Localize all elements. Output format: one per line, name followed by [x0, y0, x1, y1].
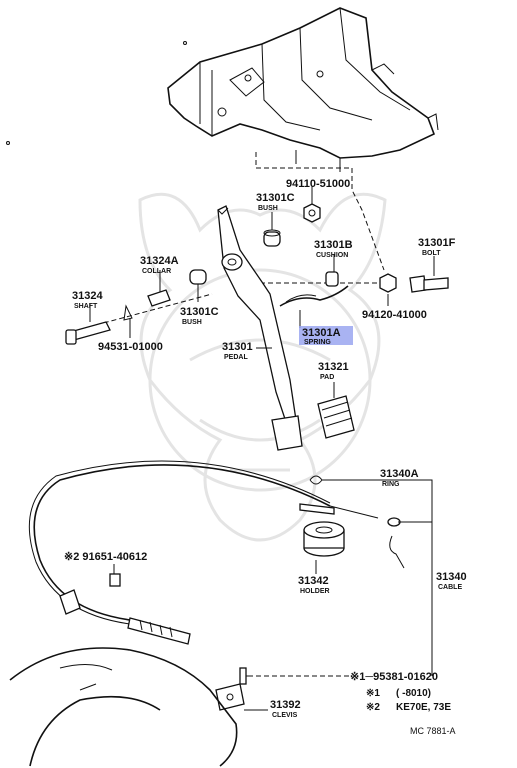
svg-text:RING: RING: [382, 481, 400, 488]
label-94120-41000: 94120-41000: [362, 309, 427, 321]
label-95381-01620: ※1─95381-01620: [350, 671, 438, 683]
applicability-notes: ※1 ( -8010) ※2 KE70E, 73E: [366, 688, 451, 713]
label-31340a: 31340A RING: [380, 468, 419, 488]
svg-text:( -8010): ( -8010): [396, 688, 431, 699]
svg-text:94531-01000: 94531-01000: [98, 341, 163, 353]
svg-text:31301F: 31301F: [418, 237, 456, 249]
svg-text:HOLDER: HOLDER: [300, 588, 330, 595]
clutch-pedal-arm: [217, 205, 303, 451]
label-31321: 31321 PAD: [318, 361, 349, 381]
svg-text:31301A: 31301A: [302, 327, 341, 339]
dash-bracket: [6, 7, 439, 172]
collar-31324a: [147, 289, 171, 307]
hook-clip: [389, 535, 405, 569]
svg-text:31301: 31301: [222, 341, 253, 353]
svg-text:KE70E, 73E: KE70E, 73E: [396, 702, 451, 713]
svg-text:31340: 31340: [436, 571, 467, 583]
svg-text:31301B: 31301B: [314, 239, 353, 251]
svg-text:31301C: 31301C: [180, 306, 219, 318]
svg-text:SPRING: SPRING: [304, 339, 331, 346]
svg-text:31301C: 31301C: [256, 192, 295, 204]
svg-text:PEDAL: PEDAL: [224, 354, 248, 361]
transmission-housing: [9, 647, 238, 767]
label-31392: 31392 CLEVIS: [270, 699, 301, 719]
label-31324a: 31324A COLLAR: [140, 255, 179, 275]
svg-text:CUSHION: CUSHION: [316, 252, 348, 259]
label-31301c-low: 31301C BUSH: [180, 306, 219, 326]
svg-text:31324A: 31324A: [140, 255, 179, 267]
svg-text:31340A: 31340A: [380, 468, 419, 480]
pad-31321: [317, 395, 355, 439]
bolt-31301f: [409, 275, 449, 293]
spring-highlight-box: [299, 326, 353, 345]
svg-text:31321: 31321: [318, 361, 349, 373]
svg-text:SHAFT: SHAFT: [74, 303, 98, 310]
svg-text:※1: ※1: [366, 688, 380, 699]
figure-reference: MC 7881-A: [410, 726, 456, 736]
label-31324: 31324 SHAFT: [72, 290, 103, 310]
bracket-lower: [59, 589, 81, 615]
pin-95381: [239, 667, 247, 685]
svg-text:31324: 31324: [72, 290, 103, 302]
svg-text:※1─95381-01620: ※1─95381-01620: [350, 671, 438, 683]
svg-text:※2: ※2: [366, 702, 380, 713]
svg-text:94110-51000: 94110-51000: [286, 178, 350, 190]
label-31340: 31340 CABLE: [436, 571, 467, 591]
svg-text:PAD: PAD: [320, 374, 334, 381]
label-91651-40612: ※2 91651-40612: [64, 551, 147, 563]
label-31301b: 31301B CUSHION: [314, 239, 353, 259]
svg-text:94120-41000: 94120-41000: [362, 309, 427, 321]
label-94110-51000: 94110-51000: [286, 178, 350, 190]
svg-text:BOLT: BOLT: [422, 250, 441, 257]
svg-text:CABLE: CABLE: [438, 584, 462, 591]
holder-31342: [303, 521, 345, 557]
svg-text:31392: 31392: [270, 699, 301, 711]
nut-94110: [303, 203, 321, 223]
nut-94120: [379, 273, 397, 293]
label-31301f: 31301F BOLT: [418, 237, 456, 257]
bush-31301c-top: [263, 229, 281, 247]
leader-lines: [89, 186, 435, 711]
svg-text:BUSH: BUSH: [258, 205, 278, 212]
svg-text:31342: 31342: [298, 575, 329, 587]
svg-text:※2 91651-40612: ※2 91651-40612: [64, 551, 147, 563]
clip-94531: [123, 304, 133, 321]
spring-31301a: [279, 285, 349, 307]
label-31342: 31342 HOLDER: [298, 575, 330, 595]
svg-text:CLEVIS: CLEVIS: [272, 712, 298, 719]
cushion-31301b: [325, 271, 339, 287]
label-94531-01000: 94531-01000: [98, 341, 163, 353]
label-31301c-top: 31301C BUSH: [256, 192, 295, 212]
svg-text:COLLAR: COLLAR: [142, 268, 171, 275]
clevis-31392: [215, 683, 245, 711]
svg-text:BUSH: BUSH: [182, 319, 202, 326]
bush-31301c-low: [189, 269, 207, 285]
label-31301a-highlighted: 31301A SPRING: [299, 326, 353, 346]
bolt-91651: [109, 573, 121, 587]
label-31301: 31301 PEDAL: [222, 341, 253, 361]
shaft-31324: [65, 321, 111, 345]
